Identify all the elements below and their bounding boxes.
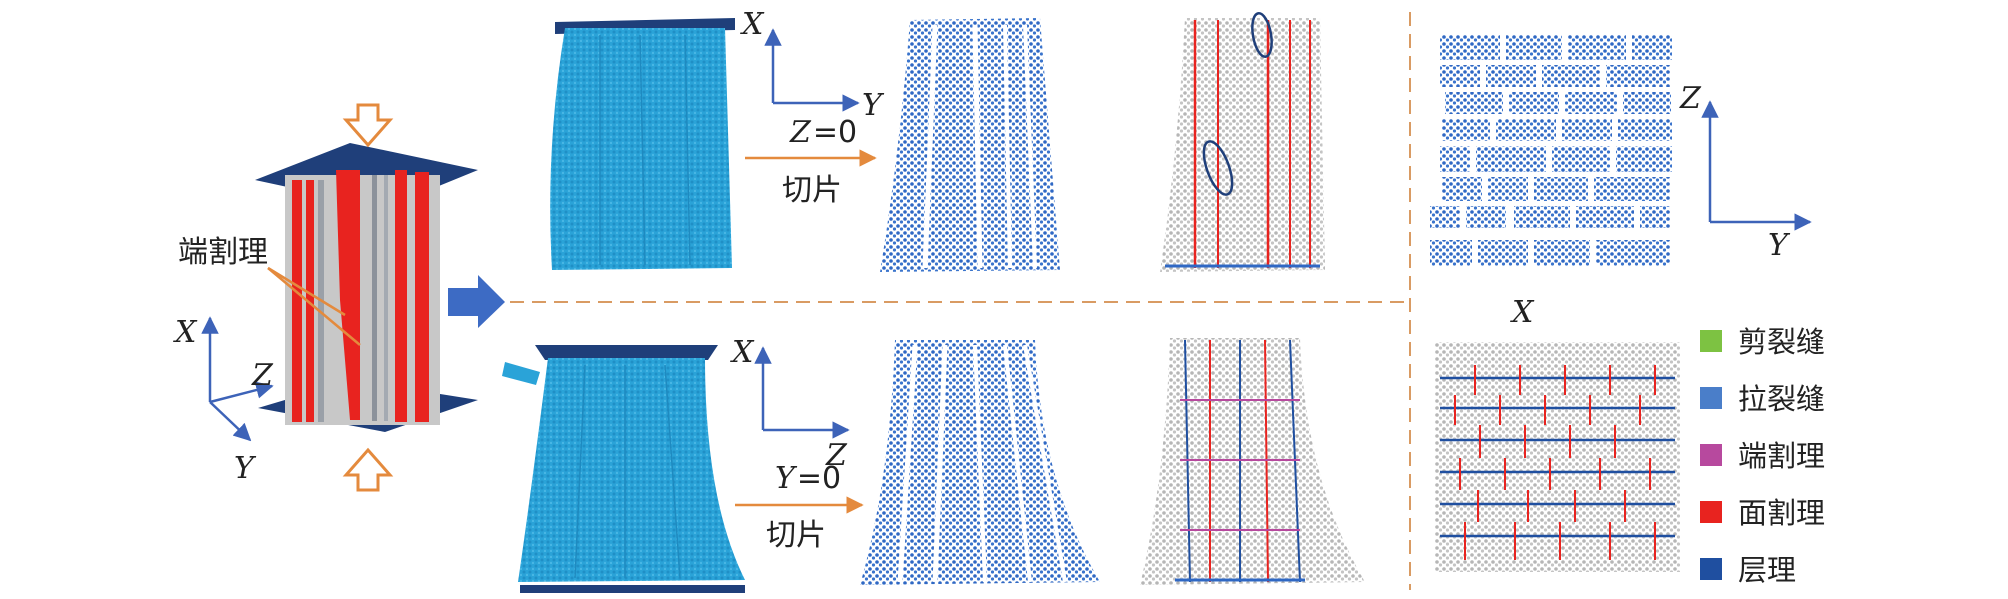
legend: 剪裂缝 拉裂缝 端割理 面割理 层理 <box>1700 325 1825 587</box>
face-cleat <box>292 180 302 422</box>
fragment <box>502 362 540 385</box>
crack-gap <box>922 24 938 269</box>
legend-label: 面割理 <box>1738 496 1825 530</box>
crack-gap <box>972 24 983 269</box>
legend-swatch <box>1700 444 1722 466</box>
axis-y-arrow <box>209 401 252 442</box>
crack-gap <box>932 344 948 583</box>
crack-gap <box>1003 24 1012 269</box>
axis-x-label: X <box>173 315 198 350</box>
legend-item-shear: 剪裂缝 <box>1700 325 1825 359</box>
legend-label: 剪裂缝 <box>1738 325 1825 359</box>
highlight-ellipse <box>1202 140 1234 196</box>
axis-y-label: Y <box>234 451 257 486</box>
cyan-specimen <box>518 358 745 582</box>
top-plate <box>535 345 718 360</box>
face-cleat <box>336 170 360 420</box>
specimen-3d: 端割理 X Z Y <box>173 103 478 492</box>
crack-gap <box>1023 24 1037 269</box>
crack-line <box>574 364 586 579</box>
crack-gap <box>1023 344 1067 583</box>
legend-swatch <box>1700 330 1722 352</box>
legend-label: 端割理 <box>1738 439 1825 473</box>
end-cleat-line <box>384 175 388 421</box>
axis-z-label: Z <box>1679 81 1702 116</box>
load-arrow-up-icon <box>342 447 394 492</box>
legend-swatch <box>1700 501 1722 523</box>
leader-line <box>267 267 361 346</box>
legend-label: 拉裂缝 <box>1738 382 1825 416</box>
face-cleat <box>395 170 407 422</box>
bottom-row: X Z Y=0 切片 <box>502 335 1365 593</box>
legend-item-bedding: 层理 <box>1700 553 1796 587</box>
crack-gap <box>973 344 987 583</box>
process-arrow-icon <box>448 275 505 328</box>
slice-label: 切片 <box>766 518 826 553</box>
leader-line <box>267 266 346 317</box>
x-slice-label: X <box>1510 295 1535 330</box>
right-panel: Z Y X <box>1430 35 1812 572</box>
bottom-plate <box>520 585 745 593</box>
face-cleat <box>306 180 314 422</box>
axis-z-label: Z <box>825 438 848 473</box>
crack-line <box>684 34 691 266</box>
axis-z-label: Z <box>251 358 274 393</box>
axis-x-label: X <box>740 7 765 42</box>
highlight-ellipse <box>1251 12 1273 58</box>
end-cleat-label: 端割理 <box>178 235 268 270</box>
legend-label: 层理 <box>1738 553 1796 587</box>
legend-item-face-cleat: 面割理 <box>1700 496 1825 530</box>
face-cleat <box>415 172 429 422</box>
axis-z-arrow <box>209 381 274 404</box>
legend-item-tensile: 拉裂缝 <box>1700 382 1825 416</box>
legend-item-end-cleat: 端割理 <box>1700 439 1825 473</box>
axis-y-label: Y <box>862 88 885 123</box>
legend-swatch <box>1700 387 1722 409</box>
gray-slice-points <box>1160 18 1325 272</box>
legend-swatch <box>1700 558 1722 580</box>
z-slice-label: Z=0 <box>789 115 857 150</box>
crack-gap <box>1003 344 1032 583</box>
brick-slice-blue <box>1430 35 1672 266</box>
face-cleat-lines <box>1454 365 1656 560</box>
load-arrow-down-icon <box>342 103 394 148</box>
crack-line <box>639 34 646 266</box>
crack-line <box>664 364 681 579</box>
top-row: X Y Z=0 切片 <box>550 7 1325 272</box>
y-slice-label: Y=0 <box>775 461 841 496</box>
crack-gap <box>897 344 918 583</box>
brick-slice-gray <box>1435 342 1680 572</box>
axis-x-label: X <box>730 335 755 370</box>
slice-label: 切片 <box>782 173 842 208</box>
end-cleat-line <box>372 175 377 421</box>
axis-y-label: Y <box>1768 228 1791 263</box>
gray-slice-points <box>1140 338 1365 585</box>
